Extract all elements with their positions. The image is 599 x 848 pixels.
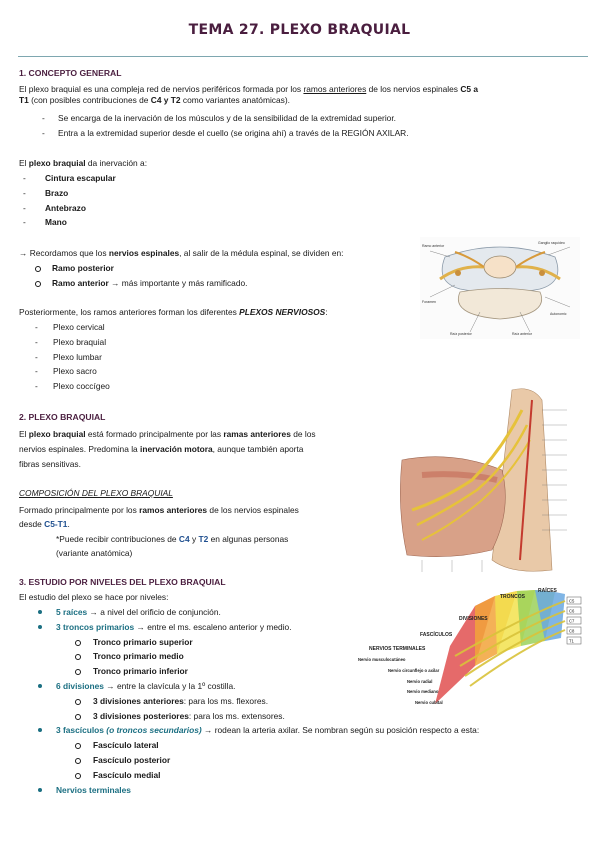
spinal-nerve-illustration: Ramo anterior Ganglio raquídeo ForamenAut… <box>420 237 580 339</box>
list-item: -Antebrazo <box>23 202 86 213</box>
s2-note: *Puede recibir contribuciones de C4 y T2… <box>56 534 289 558</box>
list-item: 3 fascículos (o troncos secundarios) → r… <box>38 725 578 740</box>
list-item: Fascículo posterior <box>38 755 578 770</box>
svg-text:Ramo anterior: Ramo anterior <box>422 244 445 248</box>
list-item: -Mano <box>23 217 67 228</box>
list-item: -Plexo sacro <box>35 366 97 377</box>
section-2-heading: 2. PLEXO BRAQUIAL <box>19 412 106 422</box>
svg-text:Raíz anterior: Raíz anterior <box>512 332 533 336</box>
list-item: -Plexo lumbar <box>35 351 102 362</box>
page-title: TEMA 27. PLEXO BRAQUIAL <box>188 22 411 38</box>
section-3-heading: 3. ESTUDIO POR NIVELES DEL PLEXO BRAQUIA… <box>19 577 226 587</box>
nerve-label: Nervio musculocutáneo <box>358 657 406 662</box>
root-label: C5 <box>569 599 575 604</box>
list-item: Nervios terminales <box>38 785 578 800</box>
svg-text:Raíz posterior: Raíz posterior <box>450 332 473 336</box>
list-item: -Brazo <box>23 187 69 198</box>
svg-text:Autonomic: Autonomic <box>550 312 567 316</box>
plexos-list: -Plexo cervical -Plexo braquial -Plexo l… <box>35 322 110 396</box>
list-item: Tronco primario medio <box>38 651 578 666</box>
plexus-levels-diagram: RAÍCES TRONCOS DIVISIONES FASCÍCULOS NER… <box>358 586 582 705</box>
s1-sub-2: Entra a la extremidad superior desde el … <box>58 128 409 138</box>
title-divider <box>18 56 588 57</box>
list-item: -Plexo braquial <box>35 336 107 347</box>
level-label: NERVIOS TERMINALES <box>369 646 426 652</box>
s1-paragraph-2: El plexo braquial da inervación a: <box>19 158 148 168</box>
s1-paragraph-4: Posteriormente, los ramos anteriores for… <box>19 307 328 317</box>
s1-dash-1: - <box>42 113 45 123</box>
list-item: Fascículo medial <box>38 770 578 785</box>
level-label: DIVISIONES <box>459 616 488 622</box>
s1-dash-2: - <box>42 128 45 138</box>
root-label: C6 <box>569 609 575 614</box>
innervation-list: -Cintura escapular -Brazo -Antebrazo -Ma… <box>23 173 116 232</box>
svg-text:Foramen: Foramen <box>422 300 436 304</box>
list-item: -Cintura escapular <box>23 173 116 183</box>
list-item: Ramo posterior <box>35 263 247 278</box>
s2-paragraph-1: El plexo braquial está formado principal… <box>19 429 316 469</box>
list-item: Ramo anterior → más importante y más ram… <box>35 278 247 293</box>
s2-paragraph-2: Formado principalmente por los ramos ant… <box>19 505 299 529</box>
composition-heading: COMPOSICIÓN DEL PLEXO BRAQUIAL <box>19 488 173 498</box>
nerve-label: Nervio radial <box>407 679 432 684</box>
s1-sub-1: Se encarga de la inervación de los múscu… <box>58 113 396 123</box>
s3-intro: El estudio del plexo se hace por niveles… <box>19 592 169 602</box>
list-item: -Plexo coccígeo <box>35 381 110 392</box>
level-label: RAÍCES <box>538 586 558 594</box>
ramos-list: Ramo posterior Ramo anterior → más impor… <box>35 263 247 293</box>
list-item: Tronco primario superior <box>38 637 578 652</box>
s1-paragraph-3: → Recordamos que los nervios espinales, … <box>19 248 344 258</box>
list-item: 6 divisiones → entre la clavícula y la 1… <box>38 681 578 696</box>
brachial-plexus-anatomy-illustration <box>392 380 584 580</box>
list-item: 3 divisiones posteriores: para los ms. e… <box>38 711 578 726</box>
list-item: 5 raíces → a nivel del orificio de conju… <box>38 607 578 622</box>
list-item: 3 divisiones anteriores: para los ms. fl… <box>38 696 578 711</box>
level-label: TRONCOS <box>500 594 526 600</box>
root-label: C8 <box>569 629 575 634</box>
nerve-label: Nervio circunflejo o axilar <box>388 668 440 673</box>
levels-list: 5 raíces → a nivel del orificio de conju… <box>38 607 578 799</box>
svg-text:Ganglio raquídeo: Ganglio raquídeo <box>538 241 565 245</box>
list-item: 3 troncos primarios → entre el ms. escal… <box>38 622 578 637</box>
list-item: Tronco primario inferior <box>38 666 578 681</box>
list-item: Fascículo lateral <box>38 740 578 755</box>
root-label: C7 <box>569 619 575 624</box>
section-1-heading: 1. CONCEPTO GENERAL <box>19 68 122 78</box>
nerve-label: Nervio cubital <box>415 700 443 705</box>
level-label: FASCÍCULOS <box>420 630 453 638</box>
s1-paragraph-1: El plexo braquial es una compleja red de… <box>19 84 479 105</box>
list-item: -Plexo cervical <box>35 322 105 332</box>
nerve-label: Nervio mediano <box>407 689 439 694</box>
root-label: T1 <box>569 639 575 644</box>
